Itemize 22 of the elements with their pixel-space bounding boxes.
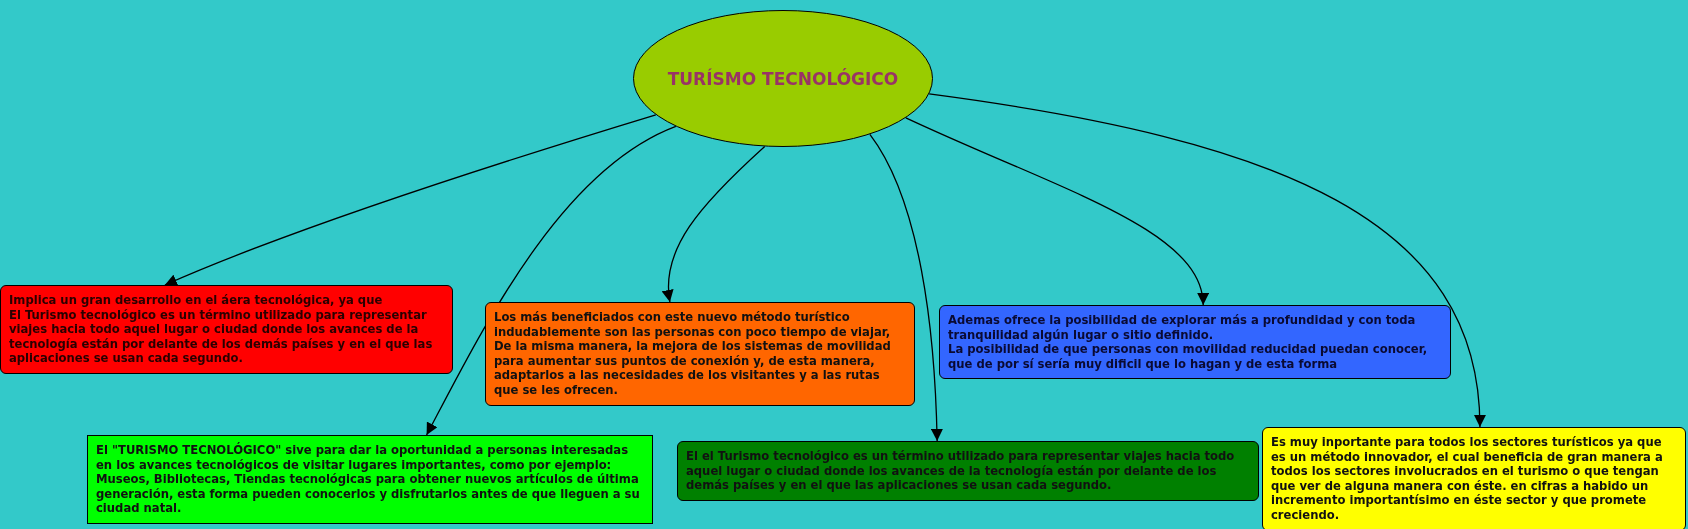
card-text: El el Turismo tecnológico es un término utilizado para representar viajes hacia todo aquel lugar o ciudad donde los avances de la tecnología están por delante de los demás países y en el que las aplicaciones se usan cada segundo. xyxy=(686,449,1236,493)
topic-title: TURÍSMO TECNOLÓGICO xyxy=(667,68,899,89)
curved-arrow xyxy=(869,133,943,442)
card-text: Implica un gran desarrollo en el áera tecnológica, ya que xyxy=(9,293,384,308)
card-text: Es muy inportante para todos los sectores turísticos ya que es un método innovador, el cual beneficia de gran manera a todos los sectores involucrados en el turismo o que tengan que ver de alguna manera con éste. en cifras a habido un incremento importantísimo en éste sector y que promete creciendo. xyxy=(1271,435,1664,523)
card-text: Los más beneficiados con este nuevo método turístico indudablemente son las personas con poco tiempo de viajar, De la misma manera, la mejora de los sistemas de movilidad para aumentar sus puntos de conexión y, de esta manera, adaptarlos a las necesidades de los visitantes y a las rutas que se les ofrecen. xyxy=(494,310,892,398)
curved-arrow xyxy=(164,114,657,286)
info-card xyxy=(485,302,915,406)
info-card xyxy=(1262,427,1686,529)
info-card xyxy=(677,441,1259,501)
curved-arrow xyxy=(662,145,766,303)
curved-arrow xyxy=(928,93,1485,428)
card-text: La posibilidad de que personas con movilidad reducidad puedan conocer, que de por sí sería muy dificil que lo hagan y de esta forma xyxy=(948,342,1429,372)
info-card xyxy=(0,285,453,374)
topic-ellipse xyxy=(633,10,933,147)
card-text: El Turismo tecnológico es un término utilizado para representar viajes hacia todo aquel lugar o ciudad donde los avances de la tecnología están por delante de los demás países y en el que las aplicaciones se usan cada segundo. xyxy=(9,307,434,366)
info-card xyxy=(87,435,653,524)
info-card xyxy=(939,305,1451,380)
card-text: Ademas ofrece la posibilidad de explorar más a profundidad y con toda tranquilidad algún lugar o sitio definido. xyxy=(948,313,1417,343)
curved-arrow xyxy=(905,117,1208,306)
curved-arrow xyxy=(425,125,677,436)
card-text: El "TURISMO TECNOLÓGICO" sive para dar la oportunidad a personas interesadas en los avances tecnológicos de visitar lugares importantes, como por ejemplo: Museos, Bibliotecas, Tiendas tecnológicas para obtener nuevos artículos de última generación, esta forma pueden conocerlos y disfrutarlos antes de que lleguen a su ciudad natal. xyxy=(96,443,641,516)
